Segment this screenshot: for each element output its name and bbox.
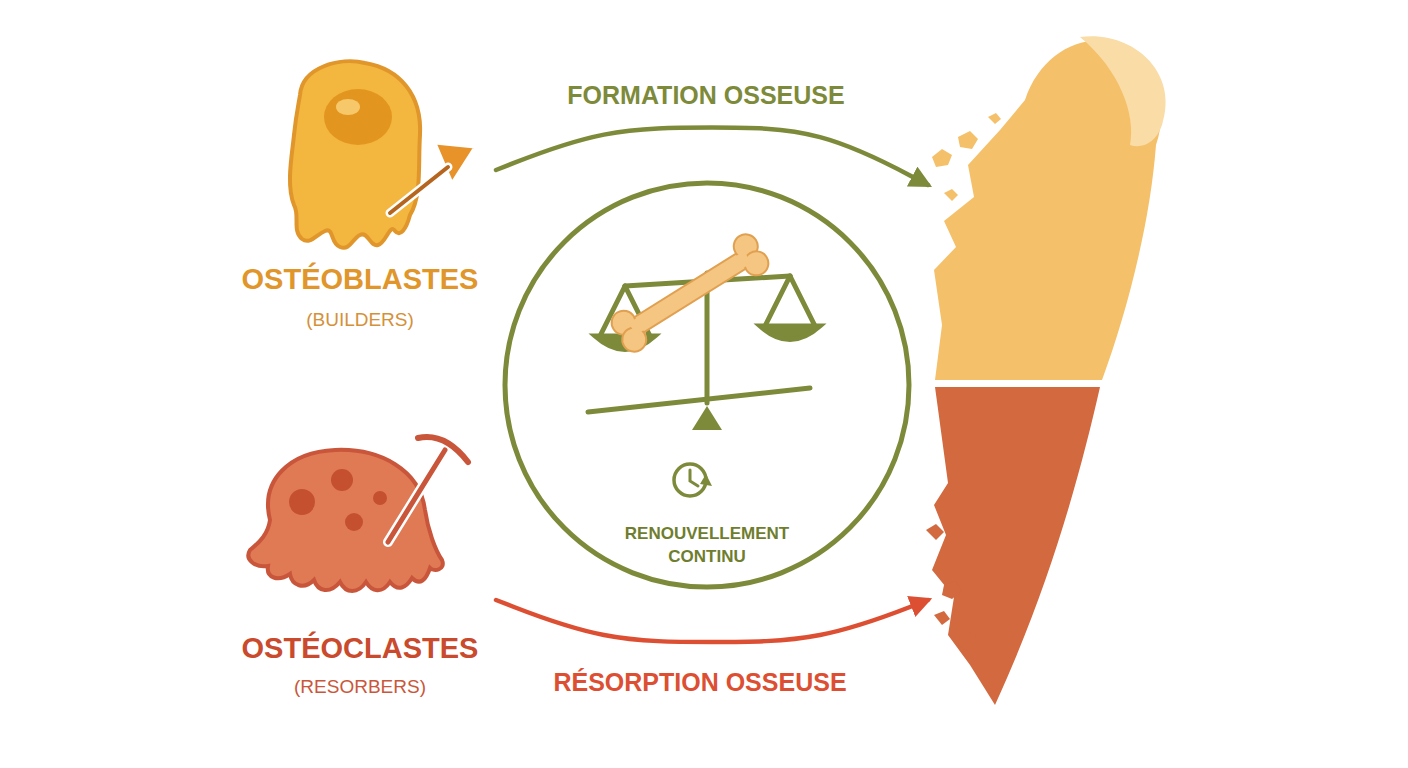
formation-arrow	[496, 128, 928, 186]
drawing-part	[290, 61, 420, 247]
drawing-part	[418, 437, 468, 462]
drawing-part	[248, 450, 442, 591]
drawing-part	[289, 489, 315, 515]
bone-section	[930, 25, 1175, 715]
drawing-part	[373, 491, 387, 505]
osteoblast-cell: OSTÉOBLASTES (BUILDERS)	[230, 55, 490, 345]
osteoclast-cell: OSTÉOCLASTES (RESORBERS)	[230, 410, 490, 710]
resorption-arrow	[496, 600, 928, 642]
edge-label: FORMATION OSSEUSE	[561, 81, 850, 110]
drawing-part	[700, 474, 712, 486]
drawing-part	[926, 524, 944, 540]
drawing-part	[958, 131, 978, 149]
drawing-part	[629, 251, 752, 335]
node-heading: OSTÉOCLASTES	[230, 632, 490, 665]
drawing-part	[607, 230, 773, 356]
drawing-part	[324, 89, 392, 145]
drawing-part	[692, 406, 722, 430]
node-subheading: (BUILDERS)	[230, 309, 490, 331]
drawing-part	[336, 99, 360, 115]
node-subheading: (RESORBERS)	[230, 676, 490, 698]
osteoclast-cell-shape	[230, 410, 490, 710]
drawing-part	[626, 248, 754, 337]
drawing-part	[331, 469, 353, 491]
drawing-part	[588, 388, 810, 412]
drawing-part	[924, 570, 932, 574]
drawing-part	[790, 276, 815, 326]
drawing-part	[765, 276, 790, 326]
drawing-part	[388, 450, 445, 542]
renewal-circle: RENOUVELLEMENT CONTINU	[500, 178, 914, 592]
node-heading: OSTÉOBLASTES	[230, 263, 490, 296]
drawing-part	[944, 189, 958, 201]
drawing-part	[390, 167, 448, 213]
drawing-part	[934, 611, 950, 625]
drawing-part	[390, 167, 448, 213]
drawing-part	[958, 633, 980, 651]
drawing-part	[988, 113, 1001, 124]
drawing-part	[690, 470, 698, 486]
drawing-part	[505, 183, 909, 587]
osteoblast-cell-shape	[230, 55, 490, 345]
drawing-part	[942, 581, 962, 599]
drawing-part	[932, 149, 952, 167]
drawing-part	[345, 513, 363, 531]
drawing-part	[388, 450, 445, 542]
drawing-part	[1080, 36, 1166, 146]
drawing-part	[932, 387, 1100, 705]
drawing-part	[674, 464, 706, 496]
edge-label: RÉSORPTION OSSEUSE	[547, 668, 852, 697]
drawing-part	[760, 326, 820, 340]
node-heading: RENOUVELLEMENT CONTINU	[617, 523, 797, 569]
bone-section-shape	[930, 25, 1175, 715]
